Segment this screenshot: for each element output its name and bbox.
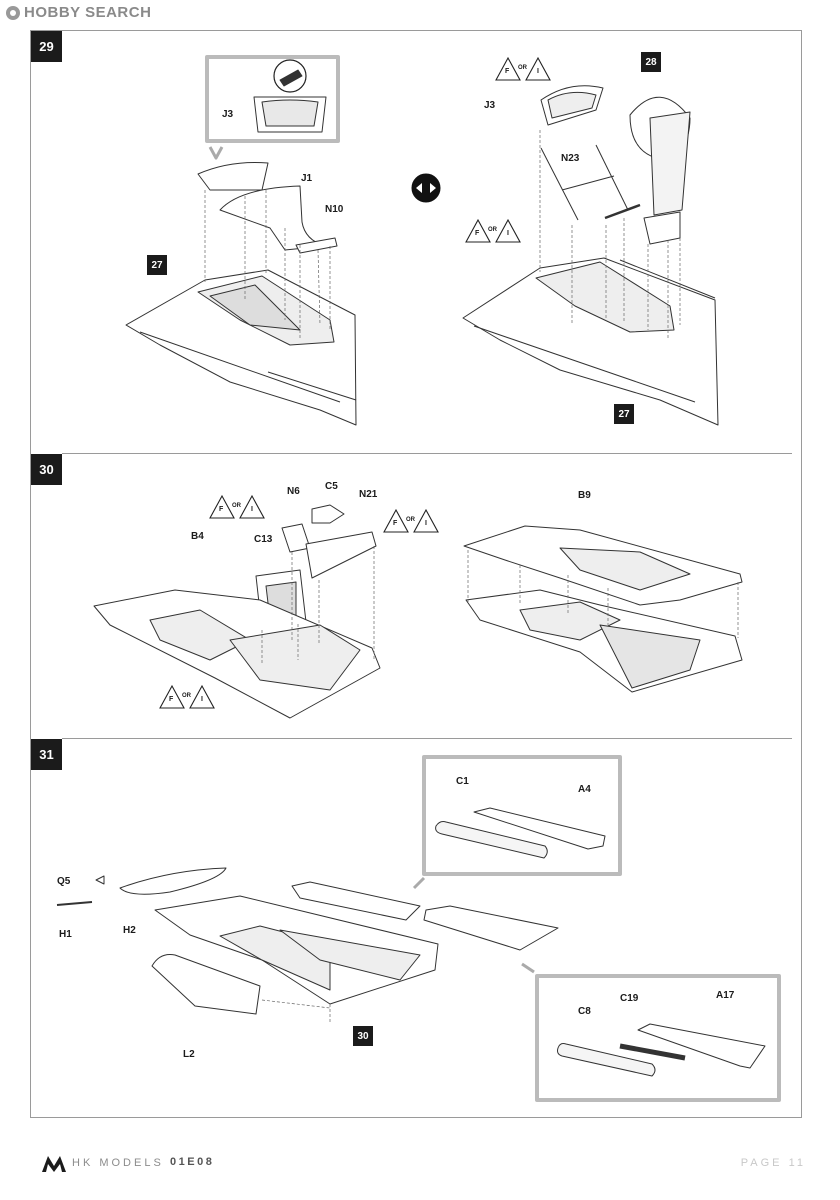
reference-step-27: 27 — [147, 255, 167, 275]
step31-wing-assembly — [56, 755, 781, 1102]
part-label-b4: B4 — [191, 531, 204, 542]
step-number-29: 29 — [31, 31, 62, 62]
option-letter: OR — [406, 517, 415, 523]
part-label-c5: C5 — [325, 481, 338, 492]
option-letter: F — [475, 230, 480, 237]
step30-left-wing-half — [93, 504, 381, 719]
part-label-n10: N10 — [325, 204, 344, 215]
reference-step-30: 30 — [353, 1026, 373, 1046]
step-divider — [62, 738, 792, 739]
option-letter: F — [169, 696, 174, 703]
watermark: HOBBY SEARCH — [6, 4, 151, 21]
part-label-n21: N21 — [359, 489, 378, 500]
option-letter: I — [425, 520, 427, 527]
option-letter: I — [507, 230, 509, 237]
part-label-c1: C1 — [456, 776, 469, 787]
hk-models-logo-icon — [42, 1156, 66, 1172]
option-letter: OR — [232, 503, 241, 509]
reference-step-28: 28 — [641, 52, 661, 72]
part-label-h2: H2 — [123, 925, 136, 936]
part-label-j1: J1 — [301, 173, 313, 184]
step-divider — [62, 453, 792, 454]
option-letter: OR — [182, 693, 191, 699]
option-letter: OR — [518, 65, 527, 71]
option-letter: F — [393, 520, 398, 527]
part-label-c8: C8 — [578, 1006, 591, 1017]
reference-step-27: 27 — [614, 404, 634, 424]
step29-left-fuselage — [125, 55, 357, 426]
part-label-c13: C13 — [254, 534, 273, 545]
watermark-logo-icon — [6, 5, 20, 20]
part-label-l2: L2 — [183, 1049, 195, 1060]
option-letter: F — [219, 506, 224, 513]
page-footer: HK MODELS 01E08 PAGE 11 — [40, 1152, 820, 1176]
step30-right-wing-half — [463, 525, 743, 693]
part-label-a4: A4 — [578, 784, 591, 795]
part-label-h1: H1 — [59, 929, 72, 940]
option-letter: I — [201, 696, 203, 703]
step29-right-fuselage — [411, 85, 719, 426]
part-label-j3: J3 — [222, 109, 234, 120]
option-letter: I — [537, 68, 539, 75]
page-number: PAGE 11 — [740, 1157, 806, 1169]
option-letter: F — [505, 68, 510, 75]
kit-code: 01E08 — [170, 1156, 215, 1168]
part-label-n23: N23 — [561, 153, 580, 164]
brand-name: HK MODELS — [72, 1157, 164, 1169]
watermark-text: HOBBY SEARCH — [24, 4, 152, 21]
step-number-31: 31 — [31, 739, 62, 770]
part-label-b9: B9 — [578, 490, 591, 501]
option-letter: OR — [488, 227, 497, 233]
part-label-q5: Q5 — [57, 876, 71, 887]
step-number-30: 30 — [31, 454, 62, 485]
part-label-n6: N6 — [287, 486, 300, 497]
option-letter: I — [251, 506, 253, 513]
instruction-frame — [30, 30, 802, 1118]
part-label-j3: J3 — [484, 100, 496, 111]
part-label-a17: A17 — [716, 990, 735, 1001]
part-label-c19: C19 — [620, 993, 639, 1004]
